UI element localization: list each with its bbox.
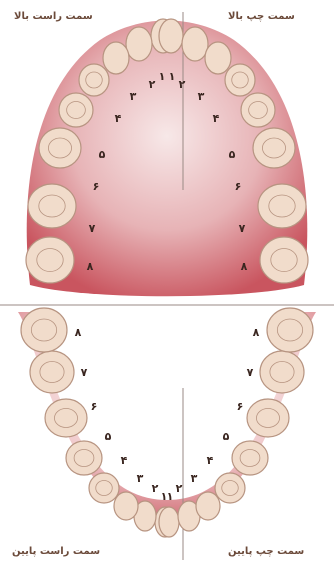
upper-right-tooth-6 bbox=[39, 128, 81, 168]
lower-right-number-8: ۸ bbox=[75, 326, 82, 339]
lower-left-tooth-5 bbox=[232, 441, 268, 475]
upper-right-number-7: ۷ bbox=[89, 222, 96, 235]
lower-right-tooth-7 bbox=[30, 351, 74, 393]
upper-left-tooth-6 bbox=[253, 128, 295, 168]
upper-left-number-1: ۱ bbox=[159, 70, 166, 83]
upper-left-tooth-4 bbox=[225, 64, 255, 96]
lower-left-number-3: ۳ bbox=[191, 472, 198, 485]
lower-left-number-7: ۷ bbox=[247, 366, 254, 379]
upper-left-number-2: ۲ bbox=[179, 78, 186, 91]
upper-left-tooth-5 bbox=[241, 93, 275, 127]
lower-right-tooth-5 bbox=[66, 441, 102, 475]
upper-right-tooth-2 bbox=[126, 27, 152, 61]
lower-right-number-1: ۱ bbox=[167, 490, 174, 503]
upper-right-tooth-4 bbox=[79, 64, 109, 96]
upper-right-tooth-3 bbox=[103, 42, 129, 74]
upper-left-tooth-1 bbox=[159, 19, 183, 53]
upper-left-tooth-3 bbox=[205, 42, 231, 74]
lower-right-tooth-3 bbox=[114, 492, 138, 520]
upper-right-number-2: ۲ bbox=[149, 78, 156, 91]
lower-right-tooth-8 bbox=[21, 308, 67, 352]
lower-right-number-3: ۳ bbox=[137, 472, 144, 485]
lower-left-tooth-3 bbox=[196, 492, 220, 520]
lower-left-tooth-4 bbox=[215, 473, 245, 503]
lower-right-number-2: ۲ bbox=[152, 482, 159, 495]
lower-right-number-6: ۶ bbox=[91, 400, 98, 413]
lower-left-number-6: ۶ bbox=[237, 400, 244, 413]
upper-right-number-3: ۳ bbox=[130, 90, 137, 103]
upper-left-tooth-2 bbox=[182, 27, 208, 61]
upper-right-number-5: ۵ bbox=[99, 148, 106, 161]
lower-left-tooth-8 bbox=[267, 308, 313, 352]
lower-left-number-8: ۸ bbox=[253, 326, 260, 339]
label-lower-left: سمت چپ پایین bbox=[228, 546, 304, 557]
lower-right-number-5: ۵ bbox=[105, 430, 112, 443]
upper-right-number-1: ۱ bbox=[169, 70, 176, 83]
lower-right-number-4: ۴ bbox=[121, 454, 128, 467]
upper-left-number-5: ۵ bbox=[229, 148, 236, 161]
lower-left-tooth-7 bbox=[260, 351, 304, 393]
lower-right-tooth-6 bbox=[45, 399, 87, 437]
upper-left-tooth-7 bbox=[258, 184, 306, 228]
upper-left-number-8: ۸ bbox=[241, 260, 248, 273]
label-upper-left: سمت چپ بالا bbox=[228, 11, 295, 22]
lower-left-number-1: ۱ bbox=[161, 490, 168, 503]
label-lower-right: سمت راست پایین bbox=[12, 546, 100, 557]
upper-left-tooth-8 bbox=[260, 237, 308, 283]
upper-left-number-7: ۷ bbox=[239, 222, 246, 235]
lower-left-number-4: ۴ bbox=[207, 454, 214, 467]
lower-left-tooth-1 bbox=[159, 507, 179, 537]
upper-right-tooth-8 bbox=[26, 237, 74, 283]
upper-left-number-4: ۴ bbox=[213, 112, 220, 125]
lower-right-tooth-4 bbox=[89, 473, 119, 503]
lower-left-number-2: ۲ bbox=[176, 482, 183, 495]
lower-left-tooth-6 bbox=[247, 399, 289, 437]
upper-left-number-6: ۶ bbox=[235, 180, 242, 193]
lower-right-number-7: ۷ bbox=[81, 366, 88, 379]
upper-right-tooth-5 bbox=[59, 93, 93, 127]
upper-right-number-8: ۸ bbox=[87, 260, 94, 273]
lower-left-number-5: ۵ bbox=[223, 430, 230, 443]
upper-right-tooth-7 bbox=[28, 184, 76, 228]
upper-right-number-4: ۴ bbox=[115, 112, 122, 125]
label-upper-right: سمت راست بالا bbox=[14, 11, 93, 22]
upper-right-number-6: ۶ bbox=[93, 180, 100, 193]
upper-left-number-3: ۳ bbox=[198, 90, 205, 103]
